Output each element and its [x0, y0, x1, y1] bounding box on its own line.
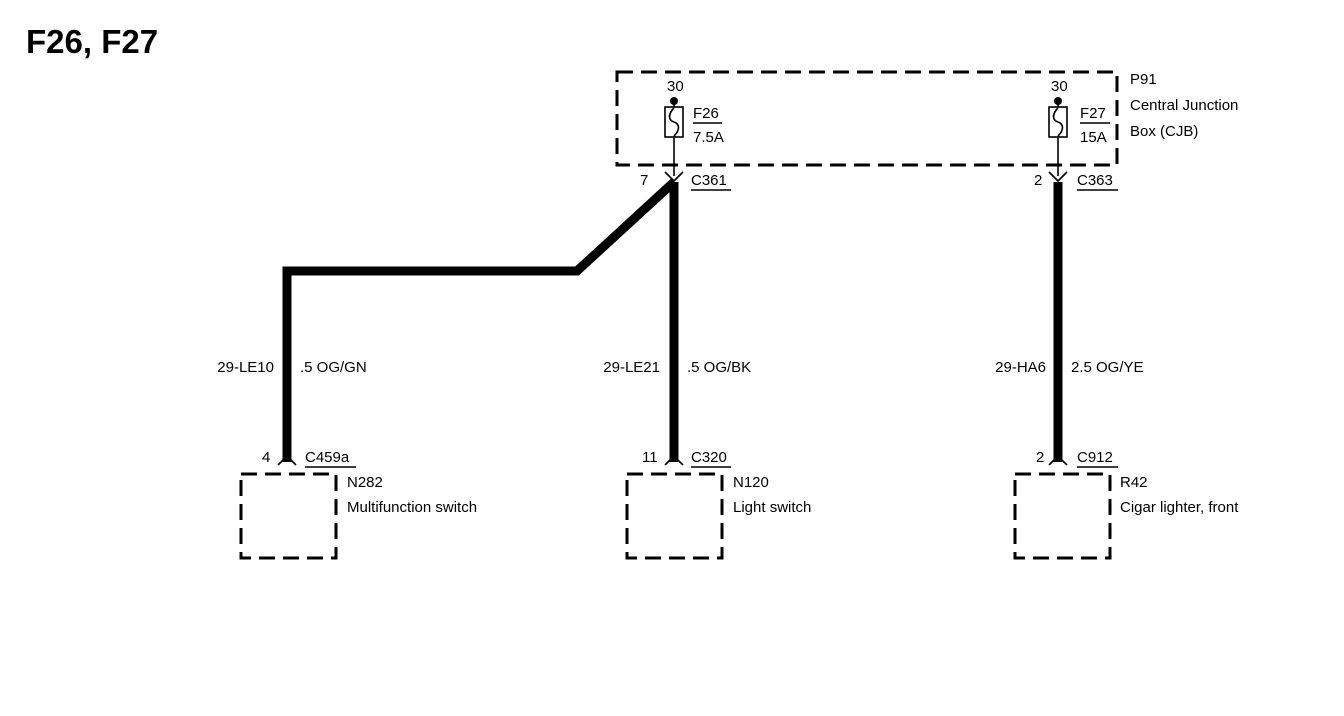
connector-c363-label: C363 [1077, 172, 1113, 189]
fuse-f27: 30 F27 15A [1048, 78, 1110, 176]
connector-c361-pin: 7 [640, 172, 648, 189]
component-n120-id: N120 [733, 474, 769, 491]
wire-29-le10 [282, 178, 678, 462]
component-n120-outline [625, 472, 724, 560]
component-n120: 11 C320 N120 Light switch [625, 449, 811, 560]
fuse-f26-label: F26 [693, 105, 719, 122]
fuse-f26: 30 F26 7.5A [664, 78, 724, 176]
wire-spec-29-le21: .5 OG/BK [687, 359, 751, 376]
connector-c361-symbol [664, 171, 684, 183]
circuit-label-29-le21: 29-LE21 [603, 359, 660, 376]
fuse-f26-symbol [668, 107, 680, 137]
connector-c320-label: C320 [691, 449, 727, 466]
connector-c912-label: C912 [1077, 449, 1113, 466]
connector-c912-symbol [1048, 454, 1068, 466]
component-r42-id: R42 [1120, 474, 1148, 491]
component-n282-id: N282 [347, 474, 383, 491]
connector-c363-pin: 2 [1034, 172, 1042, 189]
cjb-outline [615, 70, 1119, 167]
component-n282: 4 C459a N282 Multifunction switch [239, 449, 477, 560]
component-n120-name: Light switch [733, 499, 811, 516]
fuse-f27-label: F27 [1080, 105, 1106, 122]
component-n282-name: Multifunction switch [347, 499, 477, 516]
fuse-f26-rating: 7.5A [693, 129, 724, 146]
connector-c363-symbol [1048, 171, 1068, 183]
connector-c320-symbol [664, 454, 684, 466]
connector-c459a-pin: 4 [262, 449, 270, 466]
connector-c361: 7 C361 [640, 171, 731, 191]
component-r42-outline [1013, 472, 1112, 560]
circuit-label-29-le10: 29-LE10 [217, 359, 274, 376]
diagram-title: F26, F27 [26, 23, 158, 60]
connector-c363: 2 C363 [1034, 171, 1118, 191]
connector-c912-pin: 2 [1036, 449, 1044, 466]
circuit-label-29-ha6: 29-HA6 [995, 359, 1046, 376]
connector-c361-label: C361 [691, 172, 727, 189]
fuse-f27-symbol [1052, 107, 1064, 137]
connector-c459a-symbol [277, 454, 297, 466]
wire-spec-29-ha6: 2.5 OG/YE [1071, 359, 1144, 376]
component-r42-name: Cigar lighter, front [1120, 499, 1239, 516]
component-n282-outline [239, 472, 338, 560]
component-r42: 2 C912 R42 Cigar lighter, front [1013, 449, 1239, 560]
cjb-name-line1: Central Junction [1130, 97, 1238, 114]
wire-spec-29-le10: .5 OG/GN [300, 359, 367, 376]
connector-c459a-label: C459a [305, 449, 350, 466]
fuse-f26-pin-top: 30 [667, 78, 684, 95]
cjb-name-line2: Box (CJB) [1130, 123, 1198, 140]
connector-c320-pin: 11 [642, 449, 658, 466]
cjb-id: P91 [1130, 71, 1157, 88]
fuse-f27-pin-top: 30 [1051, 78, 1068, 95]
fuse-f27-rating: 15A [1080, 129, 1107, 146]
